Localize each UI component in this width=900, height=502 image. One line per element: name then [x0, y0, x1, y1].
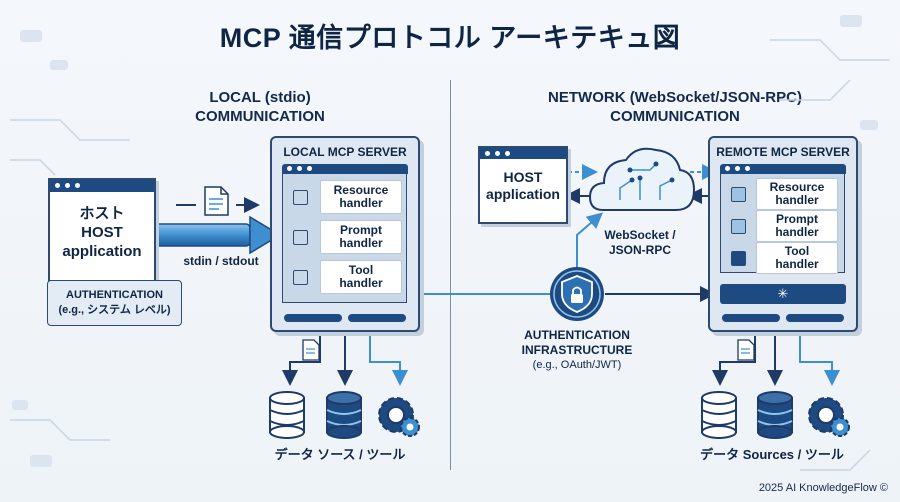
- stdio-pipe-arrow: [145, 215, 282, 255]
- local-auth-line1: AUTHENTICATION: [66, 289, 163, 301]
- remote-resource-handler-icon: [731, 186, 746, 202]
- local-resource-handler-icon: [293, 189, 308, 205]
- auth-infra-line2: INFRASTRUCTURE: [521, 343, 633, 357]
- local-server-title: LOCAL MCP SERVER: [283, 145, 407, 159]
- remote-server-bar-left: [722, 314, 780, 322]
- remote-network-bar: ✳: [720, 284, 846, 304]
- local-server-bar-right: [348, 314, 406, 322]
- websocket-label-line1: WebSocket /: [604, 228, 676, 242]
- decor-circuits: [10, 39, 890, 471]
- local-tool-handler-icon: [293, 269, 308, 285]
- auth-to-cloud-line: [576, 212, 604, 268]
- network-host-label-line1: HOST: [503, 169, 543, 185]
- local-server-bar-left: [284, 314, 342, 322]
- local-host-label-line2: application: [62, 243, 142, 260]
- network-host-window: HOST application: [478, 146, 568, 224]
- local-heading: LOCAL (stdio) COMMUNICATION: [160, 88, 360, 126]
- local-data-arrows: [282, 330, 408, 386]
- remote-database-icon-1: [701, 391, 737, 439]
- network-hub-icon: ✳: [777, 286, 789, 301]
- network-heading-line2: COMMUNICATION: [610, 108, 740, 125]
- remote-data-label: データ Sources / ツール: [700, 447, 844, 462]
- diagram-title: MCP 通信プロトコル アーキテキュ図: [219, 23, 681, 53]
- local-database-icon-2: [326, 391, 362, 439]
- network-host-label-line2: application: [486, 186, 560, 202]
- websocket-label: WebSocket / JSON-RPC: [590, 228, 690, 258]
- local-authentication-box: AUTHENTICATION (e.g., システム レベル): [47, 280, 182, 326]
- websocket-label-line2: JSON-RPC: [608, 243, 671, 257]
- remote-tool-handler-icon: [731, 250, 746, 266]
- local-gear-icon: [378, 397, 420, 437]
- shield-lock-icon: [550, 267, 604, 321]
- remote-gear-icon: [808, 397, 850, 437]
- remote-bottom-document-icon: [737, 339, 755, 361]
- local-heading-line2: COMMUNICATION: [195, 108, 325, 125]
- auth-infra-line3: (e.g., OAuth/JWT): [532, 359, 622, 371]
- network-heading: NETWORK (WebSocket/JSON-RPC) COMMUNICATI…: [505, 88, 845, 126]
- local-database-icon-1: [269, 391, 305, 439]
- local-bottom-document-icon: [302, 339, 320, 361]
- copyright-footer: 2025 AI KnowledgeFlow ©: [758, 482, 888, 494]
- network-host-titlebar: [480, 148, 566, 159]
- local-prompt-handler-icon: [293, 229, 308, 245]
- local-host-window: ホスト HOST application: [48, 178, 156, 282]
- remote-prompt-handler-icon: [731, 218, 746, 234]
- local-document-icon: [204, 186, 229, 216]
- local-host-label-line1: HOST: [81, 224, 123, 241]
- remote-data-arrows: [712, 330, 840, 386]
- auth-infrastructure-label: AUTHENTICATION INFRASTRUCTURE (e.g., OAu…: [500, 328, 654, 373]
- network-heading-line1: NETWORK (WebSocket/JSON-RPC): [548, 89, 802, 106]
- remote-server-titlebar: [720, 164, 846, 174]
- local-host-titlebar: [50, 180, 154, 192]
- local-heading-line1: LOCAL (stdio): [209, 89, 311, 106]
- remote-server-bar-right: [786, 314, 844, 322]
- local-host-jp-label: ホスト: [79, 205, 125, 222]
- local-auth-line2: (e.g., システム レベル): [58, 304, 171, 316]
- local-data-label: データ ソース / ツール: [274, 447, 406, 462]
- cloud-icon: [588, 147, 696, 211]
- stdio-label: stdin / stdout: [183, 254, 259, 268]
- remote-server-title: REMOTE MCP SERVER: [716, 145, 850, 159]
- local-server-titlebar: [282, 164, 408, 174]
- auth-infra-line1: AUTHENTICATION: [524, 328, 630, 342]
- remote-database-icon-2: [757, 391, 793, 439]
- decor-plugs: [12, 15, 878, 467]
- section-divider: [450, 80, 451, 470]
